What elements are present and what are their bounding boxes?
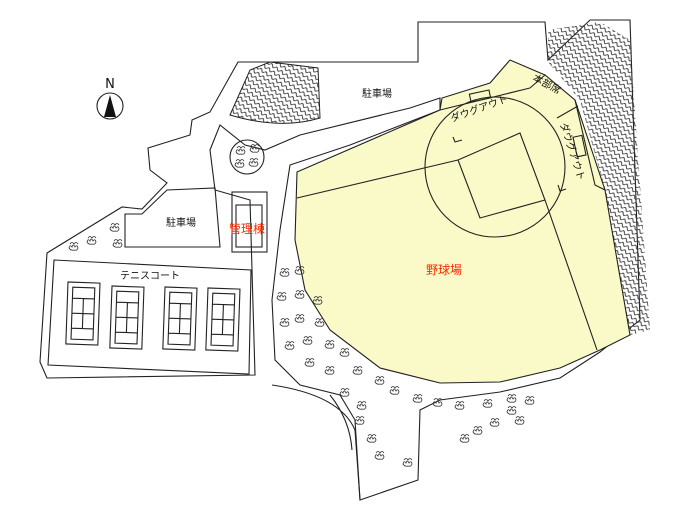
infield-circle <box>424 96 566 238</box>
parking-left-lot <box>124 187 221 248</box>
label-parking-top: 駐車場 <box>362 87 392 100</box>
admin-building <box>235 204 263 248</box>
admin-building-lot <box>231 191 268 253</box>
label-baseball-field: 野球場 <box>426 263 462 277</box>
foul-lines <box>296 159 598 351</box>
forest-top <box>229 61 321 124</box>
tennis-area <box>47 259 252 375</box>
label-admin-building: 管理棟 <box>229 221 265 236</box>
north-compass-icon: N <box>96 77 124 120</box>
label-parking-left: 駐車場 <box>166 216 196 229</box>
dugout-bench-1 <box>468 89 492 103</box>
path-boundary <box>271 384 361 501</box>
tennis-courts <box>65 281 241 352</box>
forest-right <box>548 22 650 335</box>
compass-label: N <box>105 77 115 92</box>
tree-circle <box>229 139 265 175</box>
dugout-bench-2 <box>572 134 587 158</box>
label-tennis-court: テニスコート <box>120 271 180 282</box>
baseball-field <box>294 59 631 384</box>
